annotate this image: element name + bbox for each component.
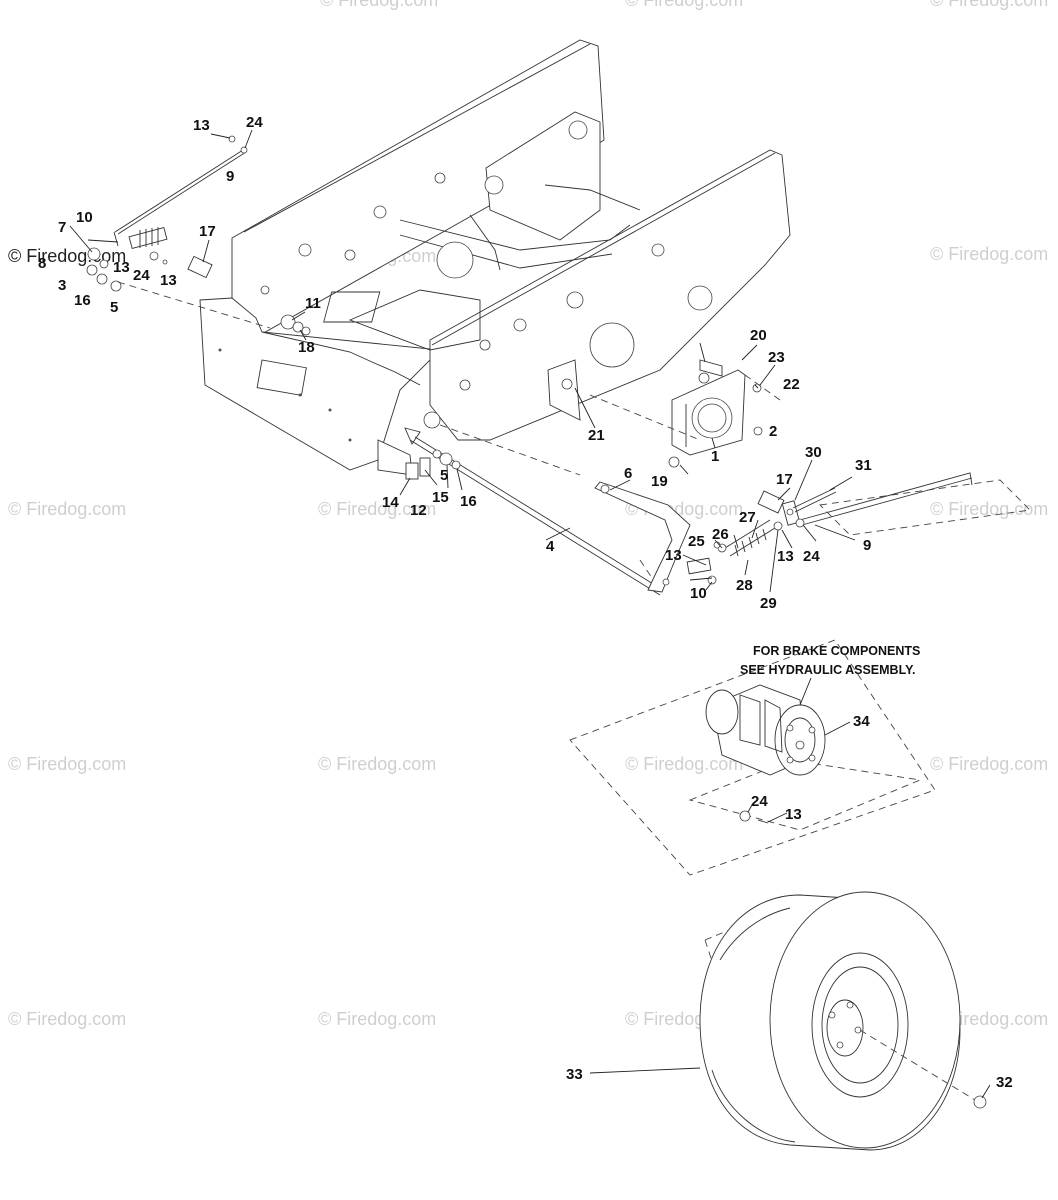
watermark: © Firedog.com — [318, 754, 436, 774]
frame-chassis — [199, 39, 791, 476]
part-label: 2 — [769, 423, 777, 440]
part-label: 31 — [855, 457, 872, 474]
leader-lines — [69, 129, 991, 1099]
part-label: 26 — [712, 526, 729, 543]
wheel-motor — [705, 684, 826, 824]
watermark: © Firedog.com — [625, 754, 743, 774]
part-label: 13 — [777, 548, 794, 565]
part-label: 11 — [305, 295, 321, 312]
watermark: © Firedog.com — [318, 1009, 436, 1029]
part-label: 24 — [133, 267, 150, 284]
watermark: © Firedog.com — [318, 499, 436, 519]
part-label: 10 — [76, 209, 93, 226]
part-label: 34 — [853, 713, 870, 730]
part-label: 13 — [160, 272, 177, 289]
part-label: 16 — [74, 292, 91, 309]
part-label: 9 — [226, 168, 234, 185]
part-label: 17 — [776, 471, 793, 488]
part-label: 6 — [624, 465, 632, 482]
part-label: 3 — [58, 277, 66, 294]
part-label: 30 — [805, 444, 822, 461]
part-label: 13 — [665, 547, 682, 564]
part-label: 24 — [751, 793, 768, 810]
part-label: 27 — [739, 509, 756, 526]
watermark: © Firedog.com — [8, 246, 126, 266]
part-label: 16 — [460, 493, 477, 510]
watermark: © Firedog.com — [625, 0, 743, 10]
part-label: 28 — [736, 577, 753, 594]
brake-note: FOR BRAKE COMPONENTS SEE HYDRAULIC ASSEM… — [740, 644, 920, 677]
part-label: 20 — [750, 327, 767, 344]
watermark: © Firedog.com — [8, 754, 126, 774]
part-label: 8 — [38, 255, 46, 272]
part-label: 15 — [432, 489, 449, 506]
part-label: 19 — [651, 473, 668, 490]
part-label: 5 — [110, 299, 118, 316]
part-label: 33 — [566, 1066, 583, 1083]
linkage-hardware — [86, 135, 1031, 876]
part-label: 10 — [690, 585, 707, 602]
part-label: 7 — [58, 219, 66, 236]
part-label: 18 — [298, 339, 315, 356]
note-line-1: FOR BRAKE COMPONENTS — [753, 644, 920, 658]
part-label: 9 — [863, 537, 871, 554]
part-label: 24 — [246, 114, 263, 131]
part-label: 13 — [193, 117, 210, 134]
watermark: © Firedog.com — [320, 0, 438, 10]
part-label: 32 — [996, 1074, 1013, 1091]
tire-wheel — [699, 891, 987, 1151]
pump-bracket — [668, 359, 763, 468]
watermark: © Firedog.com — [930, 244, 1048, 264]
part-label: 24 — [803, 548, 820, 565]
part-label: 13 — [113, 259, 130, 276]
part-label: 17 — [199, 223, 216, 240]
part-label: 23 — [768, 349, 785, 366]
note-line-2: SEE HYDRAULIC ASSEMBLY. — [740, 663, 916, 677]
part-label: 5 — [440, 467, 448, 484]
part-label: 1 — [711, 448, 719, 465]
part-label: 21 — [588, 427, 605, 444]
part-label: 22 — [783, 376, 800, 393]
part-label: 12 — [410, 502, 427, 519]
watermark: © Firedog.com — [8, 1009, 126, 1029]
part-label: 25 — [688, 533, 705, 550]
part-label: 29 — [760, 595, 777, 612]
watermark: © Firedog.com — [8, 499, 126, 519]
part-labels: 13 24 9 10 7 8 13 3 24 13 16 5 17 11 18 … — [38, 114, 1013, 1091]
part-label: 13 — [785, 806, 802, 823]
watermark: © Firedog.com — [930, 0, 1048, 10]
part-label: 14 — [382, 494, 399, 511]
watermark: © Firedog.com — [930, 499, 1048, 519]
watermark: © Firedog.com — [930, 754, 1048, 774]
part-label: 4 — [546, 538, 555, 555]
